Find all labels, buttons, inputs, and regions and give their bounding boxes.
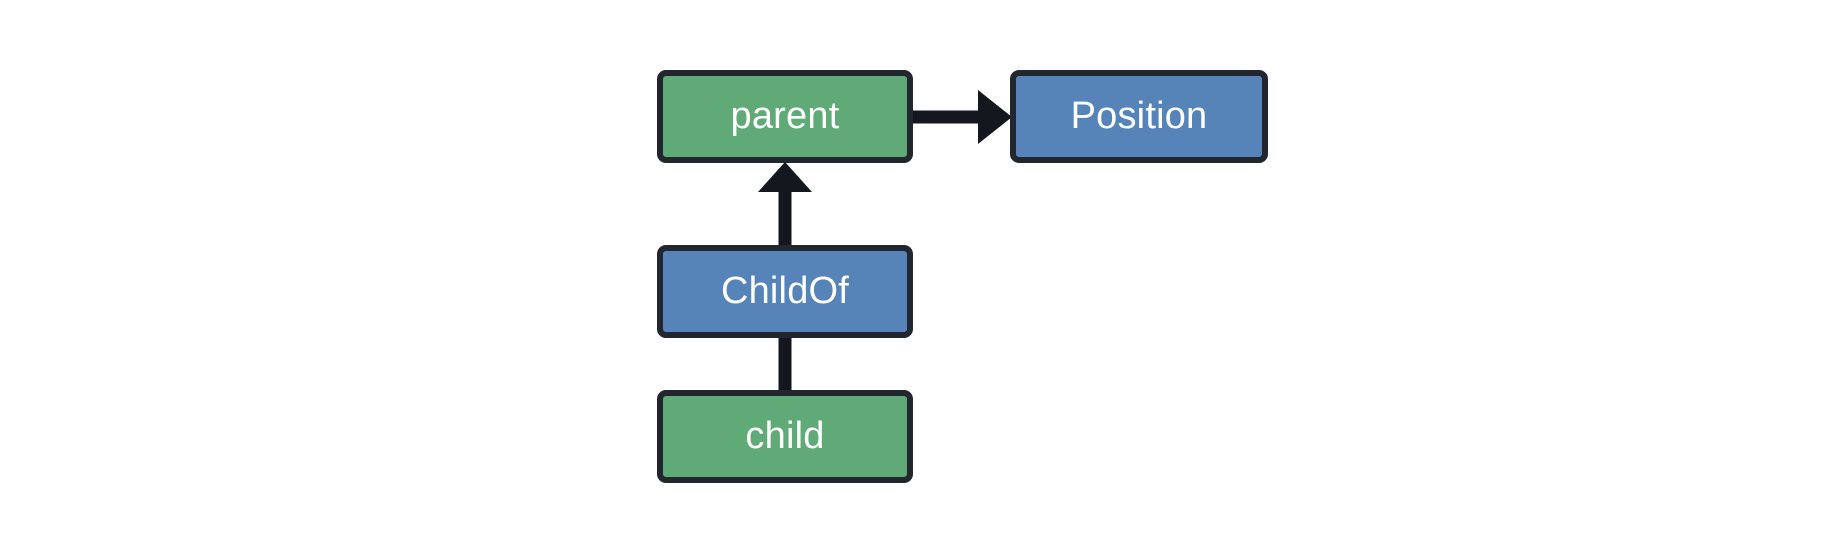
node-parent[interactable]: parent: [657, 70, 913, 163]
node-position[interactable]: Position: [1010, 70, 1268, 163]
node-position-label: Position: [1070, 94, 1208, 137]
edge-childof-to-parent: [758, 162, 812, 245]
edge-parent-to-position: [913, 90, 1012, 144]
node-parent-label: parent: [730, 94, 840, 137]
node-child-label: child: [745, 414, 825, 457]
node-child[interactable]: child: [657, 390, 913, 483]
node-childof[interactable]: ChildOf: [657, 245, 913, 338]
node-childof-label: ChildOf: [720, 269, 850, 312]
